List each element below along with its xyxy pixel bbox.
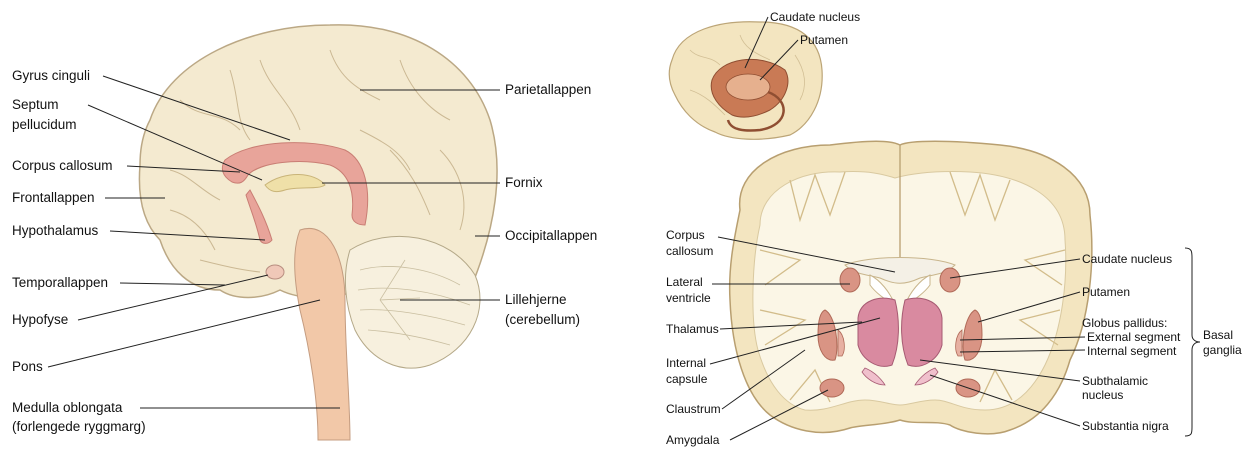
inset-putamen xyxy=(726,74,770,100)
label-hypofyse: Hypofyse xyxy=(12,312,68,328)
label-substantia-nigra: Substantia nigra xyxy=(1082,419,1169,433)
label-ventricle: ventricle xyxy=(666,291,711,305)
label-medulla-sub: (forlengede ryggmarg) xyxy=(12,419,146,435)
label-subthalamic-nucleus: nucleus xyxy=(1082,388,1123,402)
label-pellucidum: pellucidum xyxy=(12,117,77,133)
label-callosum: callosum xyxy=(666,244,713,258)
label-external-segment: External segment xyxy=(1087,330,1180,344)
label-claustrum: Claustrum xyxy=(666,402,721,416)
label-basal: Basal xyxy=(1203,328,1233,342)
label-septum: Septum xyxy=(12,97,59,113)
coronal-amygdala-left xyxy=(820,379,844,397)
label-globus-pallidus: Globus pallidus: xyxy=(1082,316,1167,330)
coronal-caudate-right xyxy=(940,268,960,292)
label-pons: Pons xyxy=(12,359,43,375)
label-parietallappen: Parietallappen xyxy=(505,82,591,98)
label-hypothalamus: Hypothalamus xyxy=(12,223,98,239)
label-internal: Internal xyxy=(666,356,706,370)
label-inset-putamen: Putamen xyxy=(800,33,848,47)
label-corpus: Corpus xyxy=(666,228,705,242)
label-lateral: Lateral xyxy=(666,275,703,289)
label-frontallappen: Frontallappen xyxy=(12,190,95,206)
label-occipitallappen: Occipitallappen xyxy=(505,228,597,244)
coronal-section xyxy=(730,141,1092,434)
label-medulla: Medulla oblongata xyxy=(12,400,122,416)
label-thalamus: Thalamus xyxy=(666,322,719,336)
basal-bracket xyxy=(1185,248,1200,436)
label-subthalamic: Subthalamic xyxy=(1082,374,1148,388)
label-caudate-nucleus: Caudate nucleus xyxy=(1082,252,1172,266)
label-inset-caudate: Caudate nucleus xyxy=(770,10,860,24)
label-cerebellum: (cerebellum) xyxy=(505,312,580,328)
label-internal-segment: Internal segment xyxy=(1087,344,1176,358)
label-ganglia: ganglia xyxy=(1203,343,1242,357)
label-gyrus-cinguli: Gyrus cinguli xyxy=(12,68,90,84)
label-fornix: Fornix xyxy=(505,175,543,191)
label-amygdala: Amygdala xyxy=(666,433,719,447)
sagittal-brain xyxy=(139,25,497,440)
label-corpus-callosum: Corpus callosum xyxy=(12,158,113,174)
label-lillehjerne: Lillehjerne xyxy=(505,292,567,308)
label-capsule: capsule xyxy=(666,372,707,386)
hypophysis xyxy=(266,265,284,279)
label-putamen: Putamen xyxy=(1082,285,1130,299)
coronal-caudate-left xyxy=(840,268,860,292)
label-temporallappen: Temporallappen xyxy=(12,275,108,291)
